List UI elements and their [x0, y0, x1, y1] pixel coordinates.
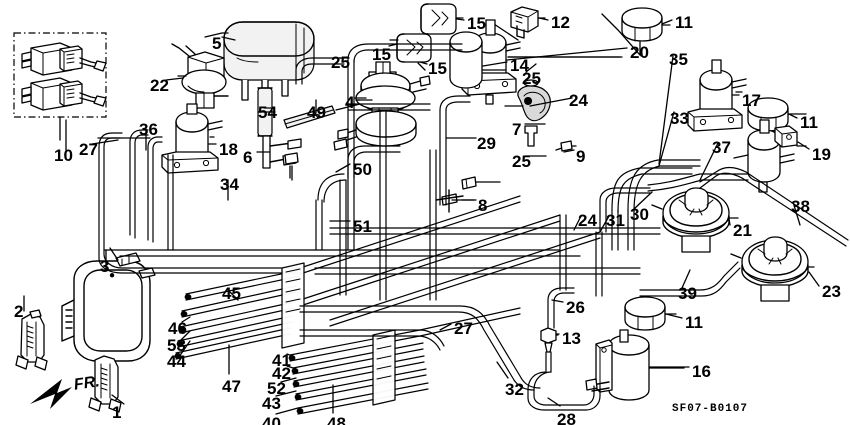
callout-number-23: 23: [822, 282, 841, 301]
callout-number-24b: 24: [578, 211, 597, 230]
callout-number-11c: 11: [685, 313, 703, 332]
callout-number-1: 1: [112, 403, 122, 422]
part-11-c: [624, 296, 677, 331]
callout-number-14: 14: [510, 56, 529, 75]
callout-number-49: 49: [307, 103, 326, 122]
part-19-solenoid: [733, 119, 807, 193]
callout-number-16: 16: [692, 362, 711, 381]
callout-number-24a: 24: [569, 91, 588, 110]
tube-49: [283, 99, 336, 129]
callout-number-4: 4: [345, 93, 355, 112]
callout-number-15a: 15: [467, 14, 486, 33]
bracket-24: [504, 79, 551, 147]
callout-number-32: 32: [505, 380, 524, 399]
callout-number-8: 8: [478, 196, 488, 215]
actuator-21: [651, 187, 739, 253]
callout-number-2: 2: [14, 302, 24, 321]
callout-number-47: 47: [222, 377, 241, 396]
callout-number-34: 34: [220, 175, 239, 194]
part-11-a: [601, 7, 671, 57]
callout-number-38: 38: [791, 197, 810, 216]
callout-number-41: 41: [272, 351, 291, 370]
callout-number-54: 54: [258, 103, 277, 122]
callout-number-39: 39: [678, 284, 697, 303]
callout-number-11a: 11: [675, 13, 693, 32]
callout-number-22: 22: [150, 76, 169, 95]
callout-number-46: 46: [168, 319, 187, 338]
callout-number-35: 35: [669, 50, 688, 69]
callout-number-26: 26: [566, 298, 585, 317]
callout-number-17: 17: [742, 91, 761, 110]
callout-number-36: 36: [139, 120, 158, 139]
callout-number-25a: 25: [331, 53, 350, 72]
relay-upper: [21, 42, 107, 76]
callout-number-51: 51: [353, 217, 372, 236]
part-13-joint: [540, 327, 559, 353]
part-1-connector-a: [461, 176, 501, 190]
callout-number-25b: 25: [522, 69, 541, 88]
callout-number-30: 30: [630, 205, 649, 224]
callout-number-18: 18: [219, 140, 238, 159]
hose-network: [98, 43, 849, 415]
callout-number-3: 3: [100, 257, 110, 276]
relay-lower: [21, 77, 107, 111]
callout-number-31: 31: [606, 211, 625, 230]
callout-number-13: 13: [562, 329, 581, 348]
relay-box-group: [13, 32, 121, 141]
callout-number-33: 33: [670, 109, 689, 128]
callout-number-7: 7: [512, 120, 522, 139]
callout-number-5: 5: [212, 34, 222, 53]
component-18-solenoid: [161, 103, 223, 174]
callout-leaders: [65, 17, 820, 415]
front-direction-arrow: [30, 379, 72, 409]
callout-number-45: 45: [222, 284, 241, 303]
callout-number-50: 50: [353, 160, 372, 179]
callout-number-6: 6: [243, 148, 253, 167]
part-1-connector-b: [284, 152, 299, 181]
callout-number-53: 53: [167, 336, 186, 355]
part-16-canister: [585, 329, 685, 401]
callout-number-15b: 15: [372, 45, 391, 64]
callout-number-25c: 25: [512, 152, 531, 171]
callout-number-19: 19: [812, 145, 831, 164]
callout-number-42: 42: [272, 364, 291, 383]
callout-number-9: 9: [576, 147, 586, 166]
callout-number-29: 29: [477, 134, 496, 153]
callout-number-43: 43: [262, 394, 281, 413]
front-direction-label: FR.: [72, 373, 101, 394]
callout-number-12: 12: [551, 13, 570, 32]
callout-number-40: 40: [262, 414, 281, 425]
component-4-valve: [333, 61, 431, 151]
part-15-a: [420, 3, 464, 35]
callout-number-27b: 27: [454, 319, 473, 338]
component-22: [171, 43, 229, 109]
callout-number-48: 48: [327, 414, 346, 425]
part-17-solenoid: [687, 59, 747, 132]
actuator-23: [730, 236, 815, 302]
part-15-b: [389, 33, 432, 71]
callout-number-44: 44: [167, 352, 186, 371]
callout-number-10: 10: [54, 146, 73, 165]
callout-number-15c: 15: [428, 59, 447, 78]
part-9-junction: [555, 140, 577, 152]
callout-number-37: 37: [712, 138, 731, 157]
callout-number-21: 21: [733, 221, 752, 240]
drawing-part-number: SF07-B0107: [672, 403, 749, 415]
callout-number-11b: 11: [800, 113, 818, 132]
callout-number-52: 52: [267, 379, 286, 398]
part-14-solenoid: [449, 31, 506, 89]
callout-number-20: 20: [630, 43, 649, 62]
callout-number-27a: 27: [79, 140, 98, 159]
part-12: [487, 6, 546, 41]
clip-small-group: [15, 295, 48, 371]
callout-number-28: 28: [557, 410, 576, 425]
